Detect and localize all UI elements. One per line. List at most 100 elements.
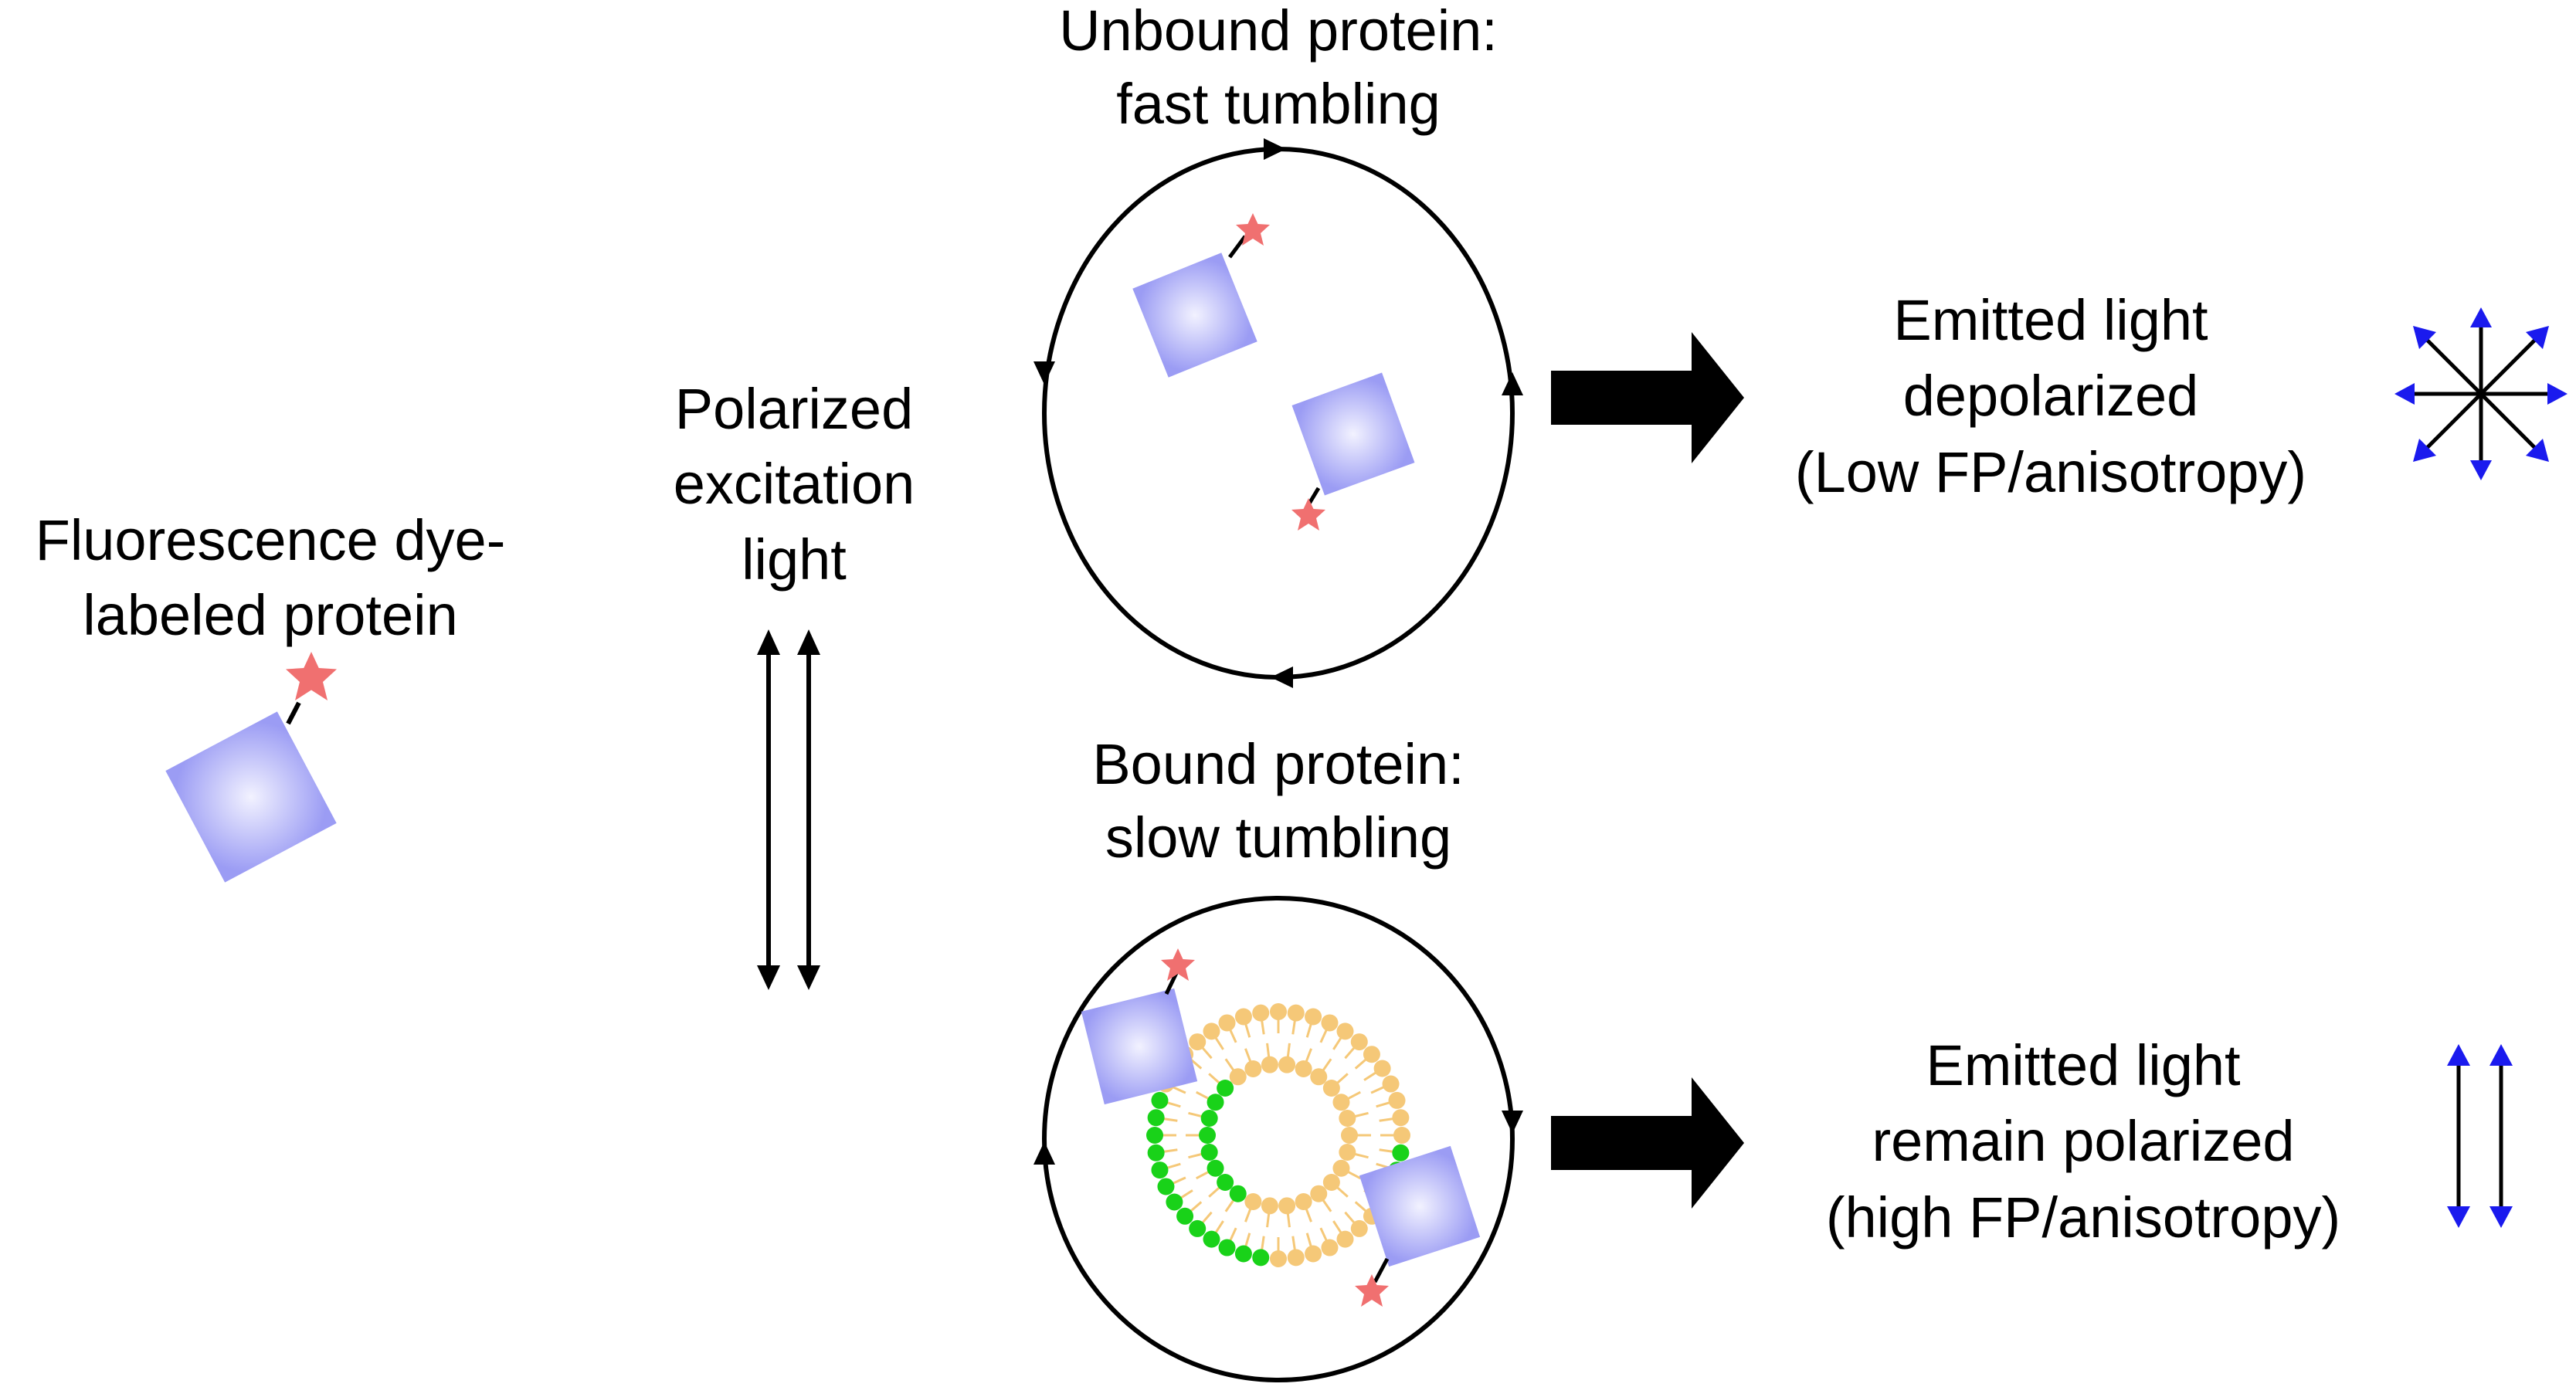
parallel-vertical-arrows-icon xyxy=(2447,1044,2513,1228)
bound-line-2: slow tumbling xyxy=(1105,805,1451,870)
lipid-head xyxy=(1322,1079,1340,1097)
depolarized-line-2: depolarized xyxy=(1903,364,2199,428)
unbound-protein-1 xyxy=(1132,213,1270,378)
lipid-head xyxy=(1203,1230,1220,1248)
dye-labeled-protein-label: Fluorescence dye- labeled protein xyxy=(36,508,506,647)
lipid-head xyxy=(1321,1239,1339,1256)
dye-label-line-1: Fluorescence dye- xyxy=(36,508,506,572)
labeled-protein-icon xyxy=(165,652,337,883)
lipid-head xyxy=(1217,1174,1234,1192)
rotation-arrow-icon xyxy=(1033,1141,1055,1165)
rotation-arrow-icon xyxy=(1502,372,1523,395)
unbound-tumbling-circle xyxy=(1033,138,1523,688)
lipid-head xyxy=(1388,1091,1406,1109)
lipid-head xyxy=(1166,1193,1183,1211)
rotation-arrow-icon xyxy=(1502,1111,1523,1134)
unbound-protein-2 xyxy=(1291,372,1415,531)
lipid-head xyxy=(1203,1022,1220,1040)
dye-label-line-2: labeled protein xyxy=(83,583,457,647)
rotation-arrow-icon xyxy=(1264,138,1286,160)
lipid-head xyxy=(1305,1008,1322,1026)
lipid-head xyxy=(1392,1144,1410,1161)
thick-right-arrow-icon xyxy=(1551,332,1744,463)
square-protein-icon xyxy=(165,711,337,883)
lipid-head xyxy=(1310,1068,1328,1086)
lipid-head xyxy=(1218,1239,1236,1256)
lipid-head xyxy=(1382,1075,1400,1093)
lipid-head xyxy=(1199,1127,1216,1144)
bound-protein-2 xyxy=(1355,1145,1481,1307)
lipid-head xyxy=(1322,1174,1340,1192)
lipid-head xyxy=(1229,1068,1247,1086)
lipid-head xyxy=(1341,1127,1358,1144)
excitation-double-arrows-icon xyxy=(757,629,820,990)
red-star-icon xyxy=(1161,948,1195,981)
lipid-head xyxy=(1350,1033,1368,1051)
lipid-head xyxy=(1310,1185,1328,1202)
lipid-head xyxy=(1332,1159,1350,1177)
rotation-arrow-icon xyxy=(1271,666,1293,688)
bound-label: Bound protein: slow tumbling xyxy=(1092,732,1464,870)
lipid-head xyxy=(1157,1178,1175,1195)
polarized-line-1: Emitted light xyxy=(1926,1033,2241,1097)
lipid-head xyxy=(1200,1144,1218,1161)
lipid-head xyxy=(1339,1109,1356,1127)
lipid-head xyxy=(1321,1014,1339,1032)
red-star-icon xyxy=(286,652,337,700)
lipid-head xyxy=(1217,1079,1234,1097)
red-star-icon xyxy=(1355,1274,1389,1307)
lipid-head xyxy=(1339,1144,1356,1161)
bound-protein-1 xyxy=(1081,948,1198,1105)
unbound-label: Unbound protein: fast tumbling xyxy=(1059,0,1498,136)
depolarized-line-3: (Low FP/anisotropy) xyxy=(1795,440,2306,504)
lipid-head xyxy=(1218,1014,1236,1032)
lipid-head xyxy=(1261,1197,1278,1215)
lipid-head xyxy=(1189,1033,1207,1051)
lipid-head xyxy=(1252,1249,1270,1267)
lipid-head xyxy=(1278,1197,1296,1215)
lipid-head xyxy=(1244,1060,1262,1077)
lipid-head xyxy=(1146,1127,1163,1144)
lipid-head xyxy=(1151,1161,1169,1179)
lipid-head xyxy=(1189,1219,1207,1237)
lipid-head xyxy=(1176,1207,1194,1225)
lipid-head xyxy=(1207,1094,1224,1111)
rotation-arrow-icon xyxy=(1033,361,1055,385)
lipid-head xyxy=(1373,1060,1391,1077)
emission-arrow-bottom xyxy=(1551,1077,1744,1209)
excitation-line-1: Polarized xyxy=(675,377,914,441)
excitation-label: Polarized excitation light xyxy=(674,377,915,592)
lipid-head xyxy=(1278,1056,1296,1073)
lipid-head xyxy=(1336,1022,1354,1040)
excitation-line-2: excitation xyxy=(674,452,915,516)
lipid-head xyxy=(1393,1127,1410,1144)
unbound-line-2: fast tumbling xyxy=(1116,72,1441,136)
lipid-head xyxy=(1295,1193,1312,1211)
lipid-head xyxy=(1287,1249,1305,1267)
lipid-head xyxy=(1200,1109,1218,1127)
lipid-head xyxy=(1270,1003,1287,1020)
radial-arrows-icon xyxy=(2394,307,2568,480)
lipid-head xyxy=(1147,1144,1165,1161)
lipid-head xyxy=(1147,1109,1165,1127)
polarized-line-2: remain polarized xyxy=(1872,1109,2294,1173)
lipid-head xyxy=(1392,1109,1410,1127)
red-star-icon xyxy=(1291,498,1325,531)
polarized-line-3: (high FP/anisotropy) xyxy=(1826,1185,2340,1250)
lipid-head xyxy=(1252,1004,1270,1022)
lipid-head xyxy=(1336,1230,1354,1248)
lipid-head xyxy=(1207,1159,1224,1177)
unbound-line-1: Unbound protein: xyxy=(1059,0,1498,63)
square-protein-icon xyxy=(1291,372,1415,496)
lipid-head xyxy=(1229,1185,1247,1202)
lipid-head xyxy=(1270,1250,1287,1267)
lipid-head xyxy=(1234,1245,1252,1263)
lipid-head xyxy=(1332,1094,1350,1111)
lipid-head xyxy=(1261,1056,1278,1073)
lipid-head xyxy=(1234,1008,1252,1026)
lipid-head xyxy=(1151,1091,1169,1109)
emission-arrow-top xyxy=(1551,332,1744,463)
lipid-head xyxy=(1287,1004,1305,1022)
lipid-head xyxy=(1305,1245,1322,1263)
